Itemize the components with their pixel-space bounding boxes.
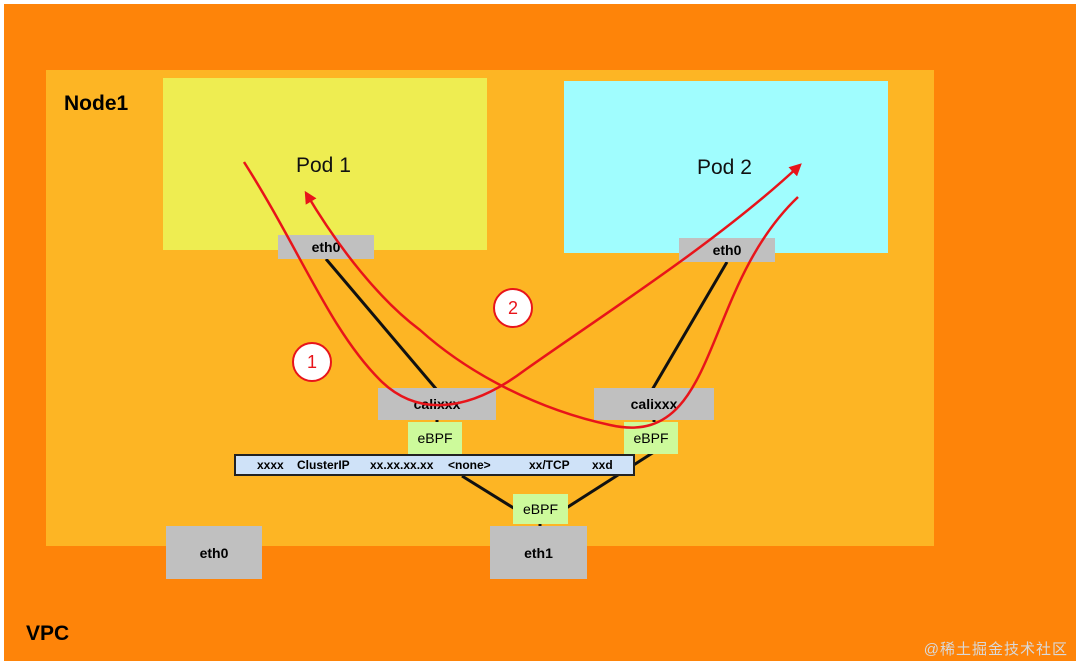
ebpf-right: eBPF: [624, 422, 678, 454]
pod-2-eth0: eth0: [679, 238, 775, 262]
node-label: Node1: [64, 92, 129, 115]
host-eth1: eth1: [490, 526, 587, 579]
step-marker-2: 2: [493, 288, 533, 328]
service-external-ip: <none>: [448, 458, 491, 472]
service-type: ClusterIP: [297, 458, 350, 472]
ebpf-left: eBPF: [408, 422, 462, 454]
pod-1-eth0: eth0: [278, 235, 374, 259]
watermark: @稀土掘金技术社区: [923, 641, 1068, 658]
service-row: xxxx ClusterIP xx.xx.xx.xx <none> xx/TCP…: [234, 454, 635, 476]
service-age: xxd: [592, 458, 613, 472]
cali-interface-right: calixxx: [594, 388, 714, 420]
vpc-label: VPC: [26, 622, 70, 645]
step-marker-1: 1: [292, 342, 332, 382]
ebpf-bottom: eBPF: [513, 494, 568, 524]
service-cluster-ip: xx.xx.xx.xx: [370, 458, 434, 472]
pod-2-title: Pod 2: [697, 156, 752, 179]
cali-interface-left: calixxx: [378, 388, 496, 420]
pod-1-title: Pod 1: [296, 154, 351, 177]
service-ports: xx/TCP: [529, 458, 570, 472]
host-eth0: eth0: [166, 526, 262, 579]
service-name: xxxx: [257, 458, 284, 472]
